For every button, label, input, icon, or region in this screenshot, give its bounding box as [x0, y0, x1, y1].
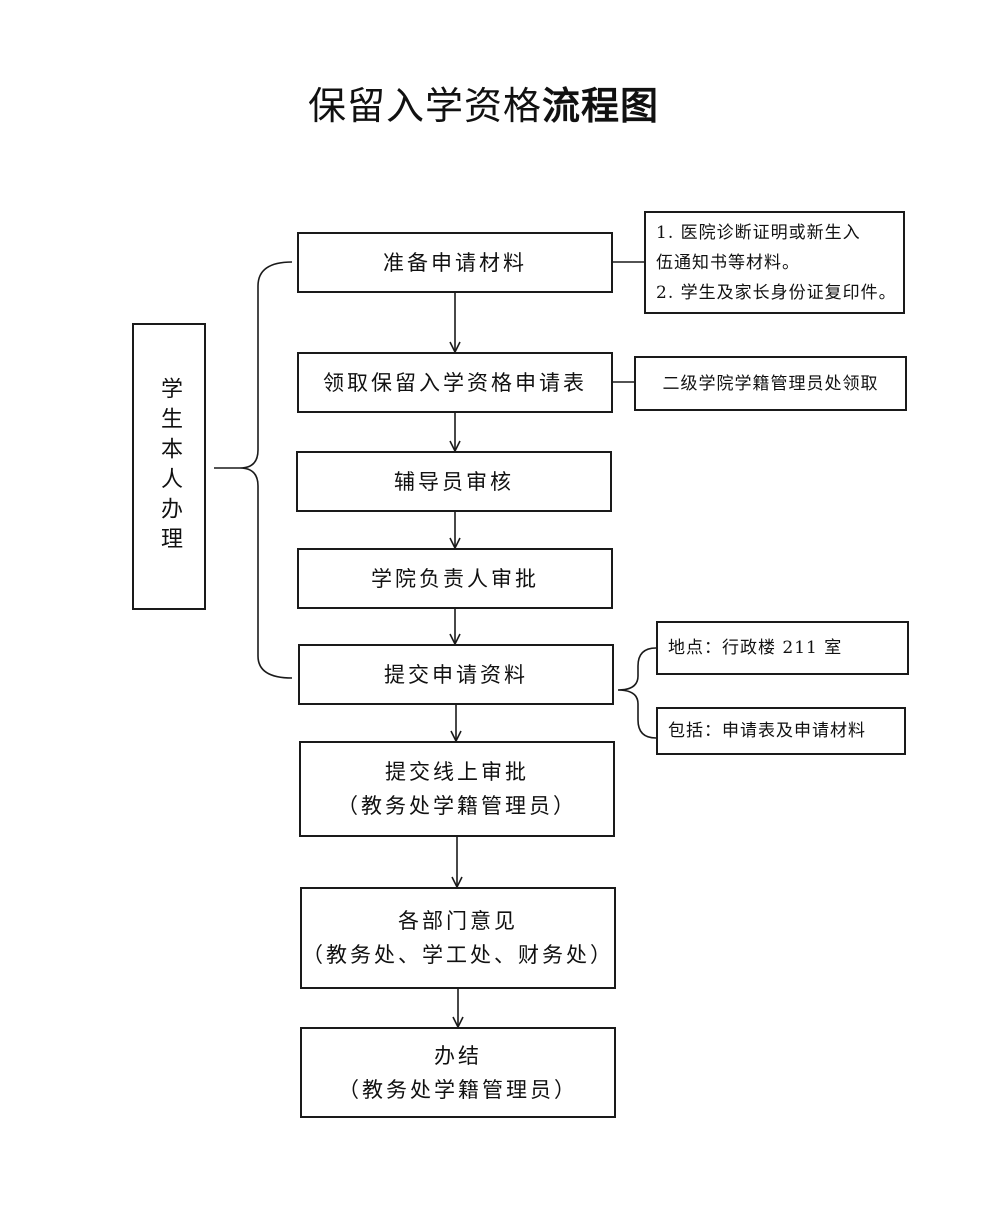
note-line: 2. 学生及家长身份证复印件。 [656, 282, 897, 303]
note-line: 1. 医院诊断证明或新生入 [656, 222, 861, 243]
step-counselor-review: 辅导员审核 [296, 451, 612, 512]
note-materials: 1. 医院诊断证明或新生入 伍通知书等材料。 2. 学生及家长身份证复印件。 [644, 211, 905, 314]
step-department-opinions: 各部门意见 （教务处、学工处、财务处） [300, 887, 616, 989]
note-line: 伍通知书等材料。 [656, 252, 800, 273]
note-line: 地点：行政楼 211 室 [668, 638, 843, 658]
step-line: 各部门意见 [398, 909, 518, 933]
note-form-source: 二级学院学籍管理员处领取 [634, 356, 907, 411]
step-line: 辅导员审核 [394, 469, 514, 494]
connector-location-brace [617, 647, 657, 739]
note-line: 二级学院学籍管理员处领取 [662, 373, 879, 394]
side-label-box: 学生本人办理 [132, 323, 206, 610]
side-label: 学生本人办理 [157, 376, 182, 557]
step-line: 学院负责人审批 [371, 566, 539, 591]
step-get-form: 领取保留入学资格申请表 [297, 352, 613, 413]
title-bold: 流程图 [542, 83, 660, 128]
note-location: 地点：行政楼 211 室 [656, 621, 909, 675]
step-line: 提交线上审批 [385, 760, 529, 784]
step-line: （教务处学籍管理员） [338, 1077, 578, 1102]
step-online-approval: 提交线上审批 （教务处学籍管理员） [299, 741, 615, 837]
side-brace [214, 261, 293, 679]
step-line: （教务处、学工处、财务处） [302, 943, 614, 967]
page-title: 保留入学资格流程图 [308, 80, 659, 132]
step-dean-approval: 学院负责人审批 [297, 548, 613, 609]
step-line: 办结 [434, 1043, 482, 1068]
step-line: （教务处学籍管理员） [337, 794, 577, 818]
step-line: 提交申请资料 [384, 662, 528, 687]
title-regular: 保留入学资格 [308, 84, 543, 128]
step-completion: 办结 （教务处学籍管理员） [300, 1027, 616, 1118]
step-line: 准备申请材料 [383, 250, 527, 275]
note-line: 包括：申请表及申请材料 [668, 721, 866, 741]
step-prepare-materials: 准备申请材料 [297, 232, 613, 293]
note-contents: 包括：申请表及申请材料 [656, 707, 906, 755]
step-line: 领取保留入学资格申请表 [323, 370, 587, 395]
step-submit-documents: 提交申请资料 [298, 644, 614, 705]
